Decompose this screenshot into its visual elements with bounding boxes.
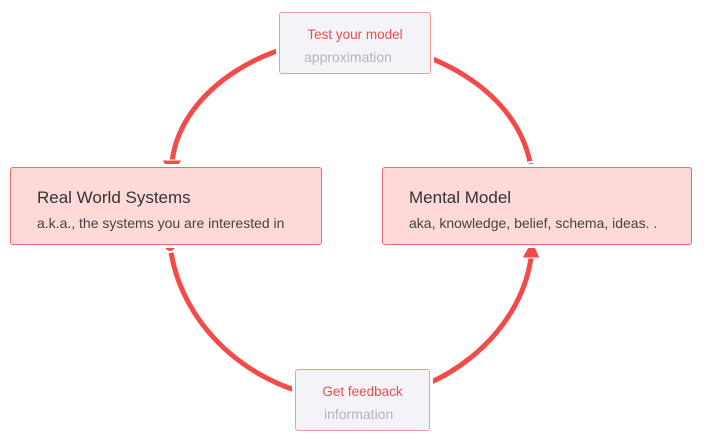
edge-subtitle: approximation — [304, 49, 392, 65]
node-mental-model: Mental Model aka, knowledge, belief, sch… — [382, 167, 692, 245]
node-title: Real World Systems — [37, 188, 191, 207]
edge-title: Get feedback — [322, 384, 403, 399]
edge-label-test-model: Test your model approximation — [279, 12, 431, 74]
arrowhead-to-mental-model — [521, 238, 541, 259]
node-title: Mental Model — [409, 188, 512, 207]
edge-title: Test your model — [307, 27, 403, 42]
node-real-world-systems: Real World Systems a.k.a., the systems y… — [10, 167, 322, 245]
node-subtitle: aka, knowledge, belief, schema, ideas. . — [409, 215, 658, 231]
edge-subtitle: information — [324, 406, 394, 422]
edge-label-get-feedback: Get feedback information — [295, 369, 430, 431]
node-subtitle: a.k.a., the systems you are interested i… — [37, 215, 285, 231]
